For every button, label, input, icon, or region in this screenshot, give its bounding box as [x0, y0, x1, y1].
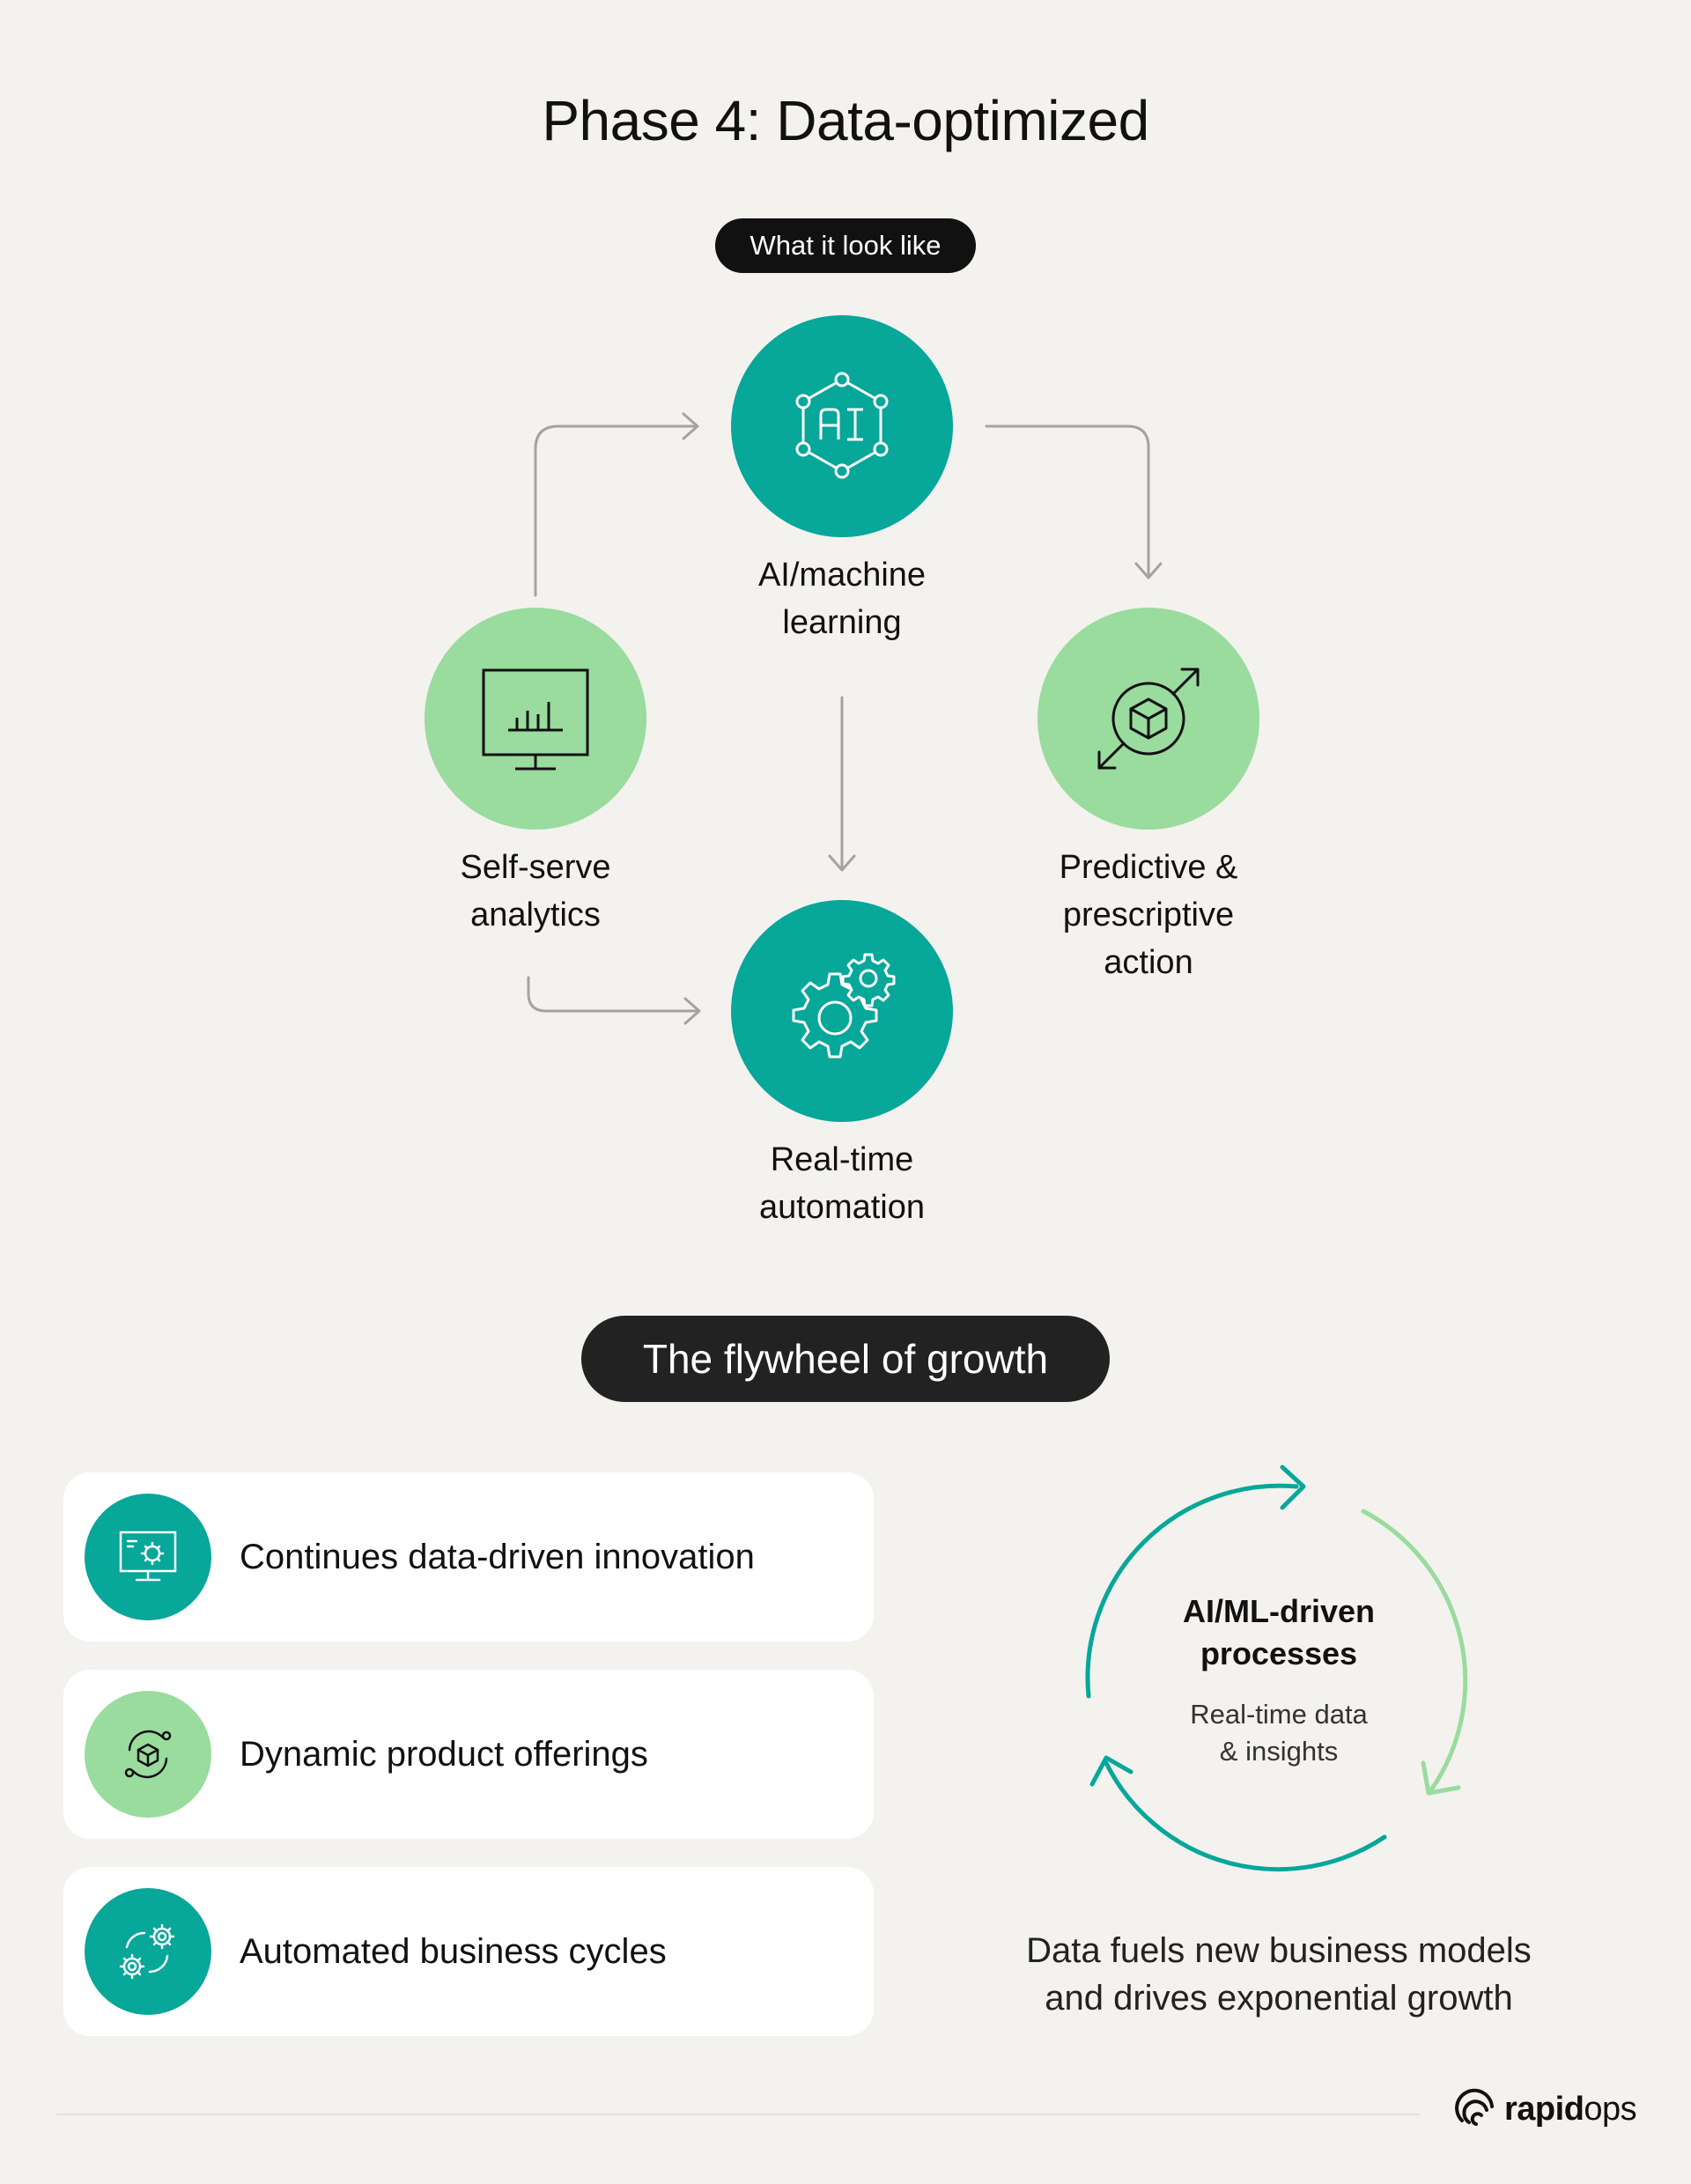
monitor-chart-icon — [482, 668, 589, 771]
footer-divider — [56, 2114, 1420, 2115]
node-self-serve-analytics — [425, 608, 646, 830]
node-predictive-action — [1037, 608, 1259, 830]
brand-logo: rapidops — [1455, 2087, 1637, 2131]
arrow-analytics-to-ai — [534, 424, 698, 597]
cycle-subtitle: Real-time data & insights — [1190, 1699, 1368, 1767]
node-label-analytics: Self-serve analytics — [460, 849, 611, 933]
node-label-predictive: Predictive & prescriptive action — [1059, 849, 1238, 981]
card-dynamic-product-offerings: Dynamic product offerings — [63, 1670, 874, 1839]
node-ai-machine-learning — [731, 315, 953, 537]
flywheel-pill: The flywheel of growth — [581, 1316, 1110, 1402]
rapidops-logo-icon — [1455, 2088, 1494, 2126]
cycle-arc-right — [1361, 1509, 1468, 1794]
card-label: Continues data-driven innovation — [240, 1537, 755, 1576]
ai-chip-icon — [795, 372, 889, 479]
connector-arrows — [527, 412, 1163, 1025]
monitor-gear-icon — [85, 1494, 211, 1620]
cycle-title: AI/ML-driven processes — [1182, 1593, 1375, 1671]
card-data-driven-innovation: Continues data-driven innovation — [63, 1472, 874, 1642]
gears-icon — [792, 953, 896, 1059]
section-badge: What it look like — [715, 218, 976, 273]
flywheel-caption: Data fuels new business models and drive… — [1026, 1931, 1532, 2018]
node-label-ai: AI/machine learning — [757, 557, 927, 641]
node-label-automation: Real-time automation — [758, 1141, 925, 1226]
arrow-ai-to-predictive — [985, 424, 1150, 578]
gears-cycle-icon — [85, 1888, 211, 2015]
target-cube-icon — [1097, 668, 1200, 770]
cycle-arc-bottom — [1104, 1760, 1387, 1872]
arrow-analytics-to-automation — [527, 976, 699, 1013]
card-label: Automated business cycles — [240, 1931, 667, 1971]
node-real-time-automation — [731, 900, 953, 1122]
cube-cycle-icon — [85, 1691, 211, 1818]
cycle-arc-top — [1085, 1483, 1299, 1699]
card-automated-business-cycles: Automated business cycles — [63, 1867, 874, 2036]
flywheel-cycle — [1085, 1465, 1468, 1872]
card-label: Dynamic product offerings — [240, 1734, 648, 1774]
page-title: Phase 4: Data-optimized — [542, 89, 1149, 152]
logo-text: rapidops — [1504, 2090, 1637, 2128]
